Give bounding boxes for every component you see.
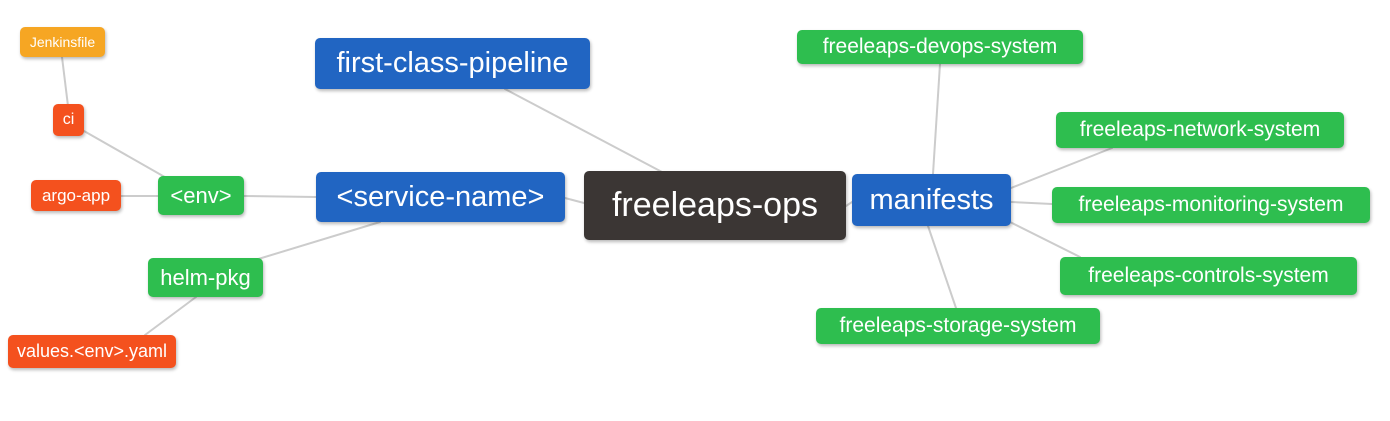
edge-manifests-controls: [1007, 220, 1081, 258]
node-env[interactable]: <env>: [158, 176, 244, 215]
edge-manifests-storage: [927, 225, 957, 309]
node-service-name[interactable]: <service-name>: [316, 172, 565, 222]
node-freeleaps-controls-system[interactable]: freeleaps-controls-system: [1060, 257, 1357, 295]
node-freeleaps-storage-system[interactable]: freeleaps-storage-system: [816, 308, 1100, 344]
node-first-class-pipeline[interactable]: first-class-pipeline: [315, 38, 590, 89]
node-helm-pkg[interactable]: helm-pkg: [148, 258, 263, 297]
node-values-env-yaml[interactable]: values.<env>.yaml: [8, 335, 176, 368]
node-freeleaps-ops-root[interactable]: freeleaps-ops: [584, 171, 846, 240]
edge-service-name-freeleaps-ops: [564, 197, 585, 204]
node-freeleaps-monitoring-system[interactable]: freeleaps-monitoring-system: [1052, 187, 1370, 223]
edge-ci-env: [83, 130, 171, 181]
edge-jenkinsfile-ci: [61, 56, 69, 107]
edge-freeleaps-ops-manifests: [845, 201, 853, 207]
edge-env-service-name: [243, 195, 317, 198]
node-jenkinsfile[interactable]: Jenkinsfile: [20, 27, 105, 57]
edge-manifests-monitoring: [1010, 201, 1053, 205]
edge-values-yaml-helm-pkg: [144, 296, 197, 336]
edge-helm-pkg-service-name: [254, 221, 381, 261]
node-argo-app[interactable]: argo-app: [31, 180, 121, 211]
edge-manifests-network: [1010, 147, 1113, 189]
node-freeleaps-devops-system[interactable]: freeleaps-devops-system: [797, 30, 1083, 64]
edge-manifests-devops: [932, 63, 941, 175]
node-freeleaps-network-system[interactable]: freeleaps-network-system: [1056, 112, 1344, 148]
node-manifests[interactable]: manifests: [852, 174, 1011, 226]
edge-pipeline-freeleaps-ops: [504, 88, 663, 173]
node-ci[interactable]: ci: [53, 104, 84, 136]
